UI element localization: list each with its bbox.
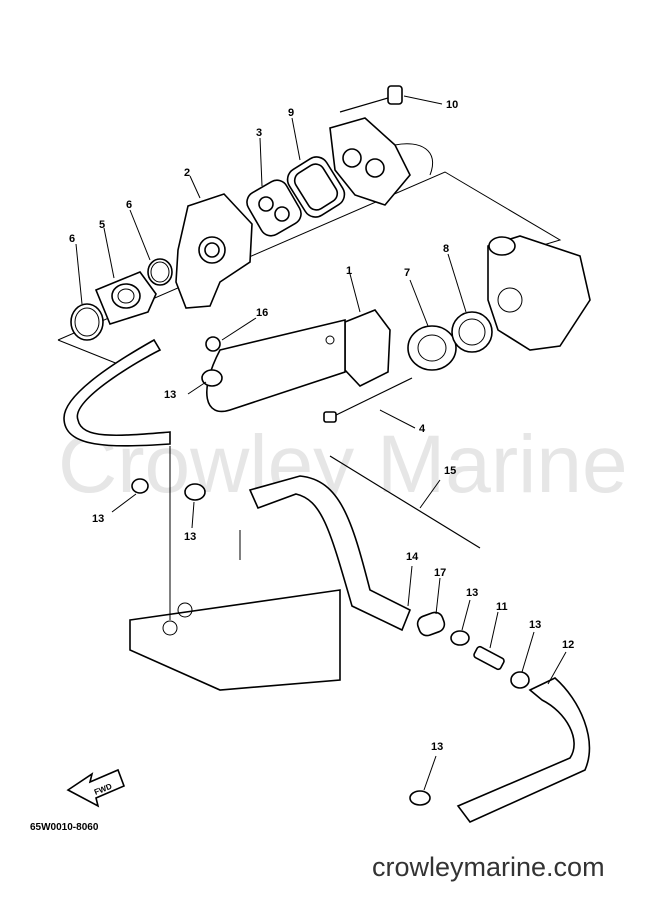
callout-2: 2 xyxy=(184,167,190,179)
part-gasket-7 xyxy=(407,325,457,371)
callout-13-f: 13 xyxy=(431,741,443,753)
website-footer: crowleymarine.com xyxy=(372,852,605,882)
callout-16: 16 xyxy=(256,307,268,319)
leader-lines xyxy=(75,95,567,791)
part-hose-left xyxy=(63,338,171,447)
part-tie-strap-15 xyxy=(329,455,481,549)
part-flange-5 xyxy=(94,271,157,325)
callout-11: 11 xyxy=(496,601,508,613)
callout-labels: 1 2 3 4 6 5 6 7 8 9 10 11 12 13 13 13 13… xyxy=(69,99,574,753)
callout-14: 14 xyxy=(406,551,419,563)
callout-10: 10 xyxy=(446,99,458,111)
callout-13-a: 13 xyxy=(164,389,176,401)
part-pipe-17 xyxy=(416,611,446,637)
callout-6-right: 6 xyxy=(126,199,132,211)
part-ring-8 xyxy=(451,311,493,353)
fwd-arrow-icon: FWD xyxy=(66,768,126,808)
part-clip-13-d xyxy=(450,630,470,646)
part-bolt-10 xyxy=(339,85,403,113)
part-connector-11 xyxy=(473,645,505,671)
diagram-code: 65W0010-8060 xyxy=(30,822,99,833)
callout-13-c: 13 xyxy=(184,531,196,543)
callout-6-left: 6 xyxy=(69,233,75,245)
part-gasket-3 xyxy=(246,179,302,237)
part-bolt-4 xyxy=(329,377,413,419)
callout-8: 8 xyxy=(443,243,449,255)
part-clip-13-f xyxy=(409,790,431,806)
part-oring-6-right xyxy=(147,258,173,286)
callout-9: 9 xyxy=(288,107,294,119)
part-oring-6-left xyxy=(70,303,104,341)
part-plug-16 xyxy=(205,336,221,352)
part-clip-13-e xyxy=(510,671,530,689)
part-hose-12 xyxy=(456,677,591,823)
callout-17: 17 xyxy=(434,567,446,579)
callout-7: 7 xyxy=(404,267,410,279)
engine-block xyxy=(129,446,341,691)
callout-13-d: 13 xyxy=(466,587,478,599)
callout-3: 3 xyxy=(256,127,262,139)
part-clip-13-b xyxy=(131,478,149,494)
part-manifold-2 xyxy=(175,193,253,309)
part-gasket-9 xyxy=(286,156,346,218)
callout-15: 15 xyxy=(444,465,456,477)
callout-13-b: 13 xyxy=(92,513,104,525)
part-body-1 xyxy=(206,309,391,413)
callout-4: 4 xyxy=(419,423,426,435)
part-intake-flange xyxy=(329,117,433,206)
callout-13-e: 13 xyxy=(529,619,541,631)
part-clip-13-c xyxy=(184,483,206,501)
callout-1: 1 xyxy=(346,265,352,277)
callout-12: 12 xyxy=(562,639,574,651)
part-hose-lower xyxy=(248,475,412,632)
part-throttle-body xyxy=(487,235,591,351)
callout-5: 5 xyxy=(99,219,105,231)
part-clip-13-a xyxy=(201,369,223,387)
